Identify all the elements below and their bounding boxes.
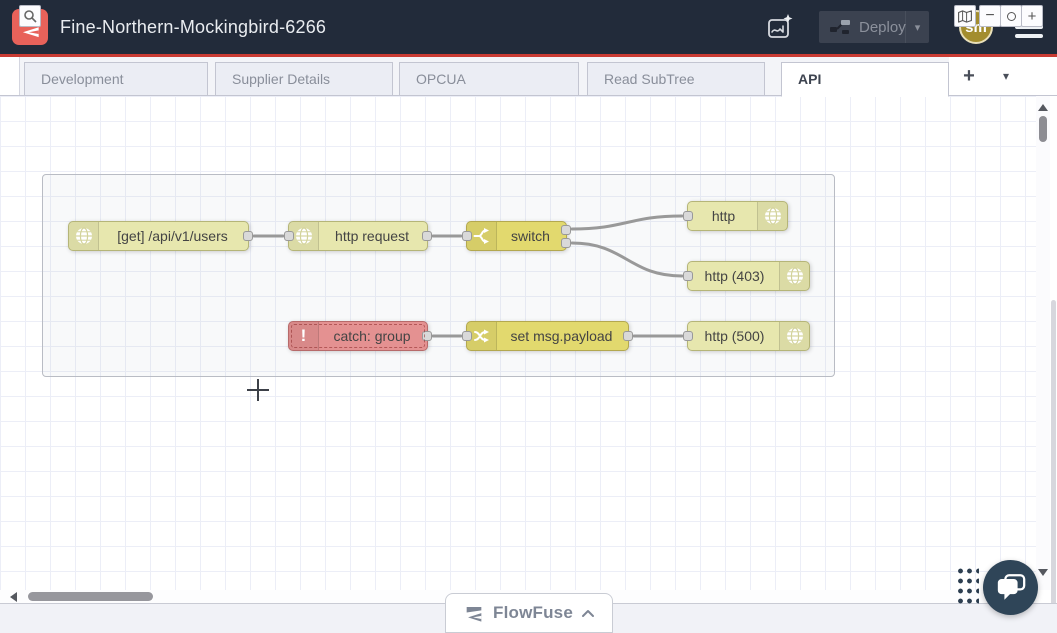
node-label: http [711,208,736,224]
globe-icon [289,222,319,250]
flow-tab-bar: Development Supplier Details OPCUA Read … [0,57,1057,97]
map-icon [958,9,972,23]
node-switch[interactable]: switch [462,221,571,251]
page-title: Fine-Northern-Mockingbird-6266 [60,16,327,37]
wire[interactable] [570,214,684,231]
exclamation-icon: ! [289,322,319,350]
tab-supplier-details[interactable]: Supplier Details [215,62,393,96]
node-http-response-500[interactable]: http (500) [683,321,810,351]
node-input-port[interactable] [462,231,472,241]
tab-api-active[interactable]: API [781,62,949,97]
node-change[interactable]: set msg.payload [462,321,633,351]
chat-launcher-button[interactable] [983,560,1038,615]
globe-icon [757,202,787,230]
tab-opcua[interactable]: OPCUA [399,62,579,96]
scroll-down-arrow[interactable] [1038,569,1048,576]
deploy-button[interactable]: Deploy ▾ [819,11,929,43]
node-label: switch [511,228,550,244]
node-label: http (500) [704,328,765,344]
node-output-port[interactable] [243,231,253,241]
tab-label: Supplier Details [232,71,331,87]
flow-sparkle-icon [768,14,793,38]
node-label: [get] /api/v1/users [117,228,228,244]
node-http-response-403[interactable]: http (403) [683,261,810,291]
search-icon [24,10,37,23]
chat-widget-drag-handle[interactable] [956,566,979,606]
tab-label: Read SubTree [604,71,695,87]
tab-list-menu-button[interactable]: ▾ [1002,69,1010,83]
node-label: catch: group [333,328,411,344]
flowfuse-footer-badge[interactable]: FlowFuse [445,593,613,633]
chevron-up-icon [582,609,594,617]
deploy-button-label: Deploy [859,18,906,36]
node-input-port[interactable] [683,271,693,281]
node-http-request[interactable]: http request [284,221,432,251]
tab-scroll-spacer [0,57,20,95]
tab-read-subtree[interactable]: Read SubTree [587,62,765,96]
tab-label: API [798,71,822,87]
node-input-port[interactable] [683,211,693,221]
tab-label: OPCUA [416,71,466,87]
globe-icon [69,222,99,250]
exclamation-glyph: ! [300,326,307,345]
scroll-left-arrow[interactable] [10,592,17,602]
tab-development[interactable]: Development [24,62,208,96]
add-flow-button[interactable]: + [963,64,975,87]
node-label: http request [335,228,409,244]
node-output-port[interactable] [422,331,432,341]
change-icon [467,322,497,350]
zoom-in-button[interactable]: + [1021,5,1043,27]
zoom-reset-icon [1006,11,1016,21]
vertical-scrollbar[interactable] [1036,96,1050,590]
node-output-port[interactable] [623,331,633,341]
node-label: http (403) [704,268,765,284]
flowfuse-gray-icon [466,607,482,622]
globe-icon [779,322,809,350]
zoom-out-button[interactable]: − [979,5,1001,27]
navigator-toggle-button[interactable] [954,5,976,27]
wire[interactable] [570,241,684,278]
tab-label: Development [41,71,124,87]
horizontal-scroll-thumb[interactable] [28,592,153,601]
header-bar: Fine-Northern-Mockingbird-6266 Deploy ▾ … [0,0,1057,57]
tab-actions-zone: + ▾ [949,57,1057,95]
node-input-port[interactable] [683,331,693,341]
vertical-scroll-thumb[interactable] [1039,116,1047,142]
flow-canvas[interactable]: [get] /api/v1/users http request switch … [0,96,1036,590]
deploy-options-caret[interactable]: ▾ [905,11,929,43]
flowfuse-brand-label: FlowFuse [493,603,573,622]
node-output-port-1[interactable] [561,225,571,235]
hamburger-icon [1015,34,1043,38]
node-input-port[interactable] [284,231,294,241]
browser-scrollbar-thumb[interactable] [1051,300,1056,630]
node-label: set msg.payload [510,328,613,344]
node-http-in[interactable]: [get] /api/v1/users [68,221,253,251]
node-input-port[interactable] [462,331,472,341]
node-http-response[interactable]: http [683,201,788,231]
node-catch-group[interactable]: ! catch: group [288,321,432,351]
search-flows-button[interactable] [19,5,41,27]
globe-icon [779,262,809,290]
chat-bubble-icon [997,574,1025,600]
hamburger-icon [1015,25,1043,29]
node-output-port[interactable] [422,231,432,241]
switch-icon [467,222,497,250]
deploy-icon [830,20,850,34]
wire-layer [252,214,684,338]
scroll-up-arrow[interactable] [1038,104,1048,111]
node-output-port-2[interactable] [561,238,571,248]
ai-assistant-button[interactable] [763,10,797,44]
zoom-reset-button[interactable] [1000,5,1022,27]
